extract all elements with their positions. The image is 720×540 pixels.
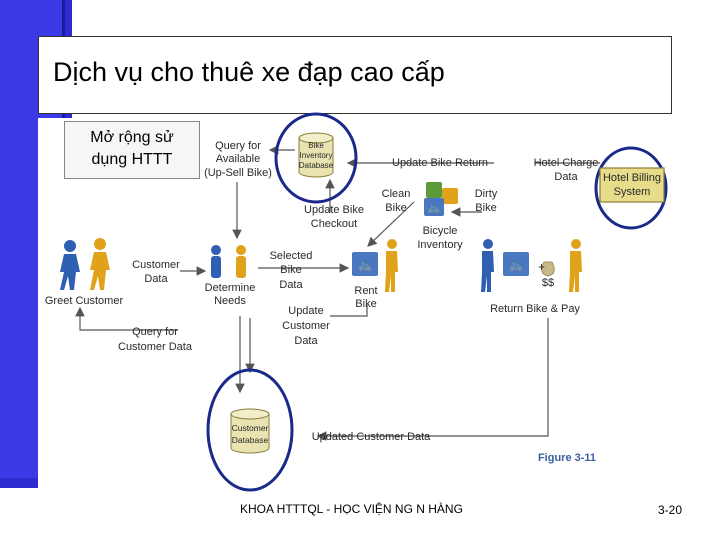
label-bicycle-inventory-2: Inventory — [417, 239, 463, 251]
hotel-label-1: Hotel Billing — [603, 172, 661, 184]
page-number: 3-20 — [658, 503, 683, 517]
label-dirty-bike-1: Dirty — [475, 188, 498, 200]
label-selected-bike-1: Selected — [270, 250, 313, 262]
greet-customer-people — [60, 238, 110, 290]
money-bag-icon: + $$ — [538, 260, 555, 289]
footer-text: KHOA HTTTQL - HỌC VIỆN NG N HÀNG — [240, 502, 463, 516]
label-update-checkout-2: Checkout — [311, 218, 357, 230]
highlight-bike-db — [274, 112, 358, 204]
label-updated-customer-data: Updated Customer Data — [312, 431, 431, 443]
customer-database: Customer Database — [230, 408, 270, 454]
return-bike-people — [481, 239, 582, 292]
label-rent-bike-1: Rent — [354, 285, 377, 297]
bike-inventory-database: Bike Inventory Database — [298, 132, 334, 178]
svg-text:🚲: 🚲 — [427, 202, 441, 214]
hotel-billing-system: Hotel Billing System — [599, 167, 665, 203]
label-hotel-charge-2: Data — [554, 171, 578, 183]
customer-db-label-2: Database — [232, 435, 269, 445]
label-customer-data-2: Data — [144, 273, 168, 285]
label-update-checkout-1: Update Bike — [304, 204, 364, 216]
note-line-1: Mở rộng sử — [90, 129, 174, 146]
label-greet-customer: Greet Customer — [45, 295, 124, 307]
return-bike-icon: 🚲 — [503, 252, 529, 276]
plus-sign: + — [538, 260, 545, 274]
label-customer-data-1: Customer — [132, 259, 180, 271]
title-box: Dịch vụ cho thuê xe đạp cao cấp — [38, 36, 672, 114]
figure-label: Figure 3-11 — [538, 452, 596, 464]
label-determine-needs-2: Needs — [214, 295, 246, 307]
arrow-query-customer — [75, 306, 178, 331]
label-update-bike-return: Update Bike Return — [392, 157, 488, 169]
hotel-label-2: System — [614, 186, 651, 198]
label-clean-bike-1: Clean — [382, 188, 411, 200]
label-clean-bike-2: Bike — [385, 202, 406, 214]
money-label: $$ — [542, 277, 554, 289]
label-query-customer-2: Customer Data — [118, 341, 193, 353]
highlight-hotel-billing — [594, 146, 668, 230]
label-selected-bike-2: Bike — [280, 264, 301, 276]
bike-db-label-1: Bike — [308, 141, 324, 150]
bike-db-label-2: Inventory — [300, 151, 333, 160]
label-query-available-2: Available — [216, 153, 260, 165]
bike-db-label-3: Database — [299, 161, 334, 170]
label-hotel-charge-1: Hotel Charge — [534, 157, 599, 169]
label-query-customer-1: Query for — [132, 326, 178, 338]
flow-lines — [75, 145, 600, 441]
label-bicycle-inventory-1: Bicycle — [423, 225, 458, 237]
rent-bike-icon: 🚲 — [352, 252, 378, 276]
diagram-area — [38, 118, 672, 490]
arrow-updated-customer — [316, 318, 549, 441]
svg-text:🚲: 🚲 — [509, 258, 524, 272]
label-dirty-bike-2: Bike — [475, 202, 496, 214]
arrow-clean-to-rent — [367, 201, 415, 247]
bicycle-inventory-icons: 🚲 — [424, 182, 458, 216]
label-determine-needs-1: Determine — [205, 282, 256, 294]
label-return-bike-pay: Return Bike & Pay — [490, 303, 580, 315]
determine-needs-people — [211, 245, 246, 278]
label-update-customer-2: Customer — [282, 320, 330, 332]
label-query-available-1: Query for — [215, 140, 261, 152]
svg-text:🚲: 🚲 — [358, 258, 373, 272]
label-query-available-3: (Up-Sell Bike) — [204, 167, 272, 179]
line-rent-to-update — [330, 305, 368, 317]
label-selected-bike-3: Data — [279, 279, 303, 291]
note-line-2: dụng HTTT — [91, 151, 173, 168]
highlight-customer-db — [206, 368, 294, 492]
label-update-customer-1: Update — [288, 305, 323, 317]
note-box: Mở rộng sử dụng HTTT — [64, 121, 200, 179]
slide-title: Dịch vụ cho thuê xe đạp cao cấp — [53, 57, 445, 87]
rent-bike-person — [385, 239, 398, 292]
customer-db-label-1: Customer — [232, 423, 269, 433]
label-update-customer-3: Data — [294, 335, 318, 347]
label-rent-bike-2: Bike — [355, 298, 376, 310]
